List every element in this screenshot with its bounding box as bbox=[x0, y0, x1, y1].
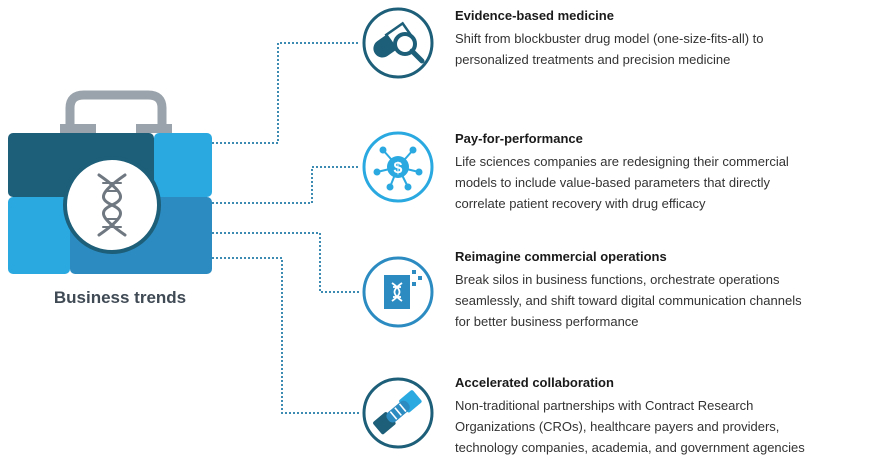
dna-helix-icon bbox=[97, 173, 127, 237]
trend-description: Non-traditional partnerships with Contra… bbox=[455, 398, 805, 455]
kit-label: Business trends bbox=[53, 288, 187, 307]
medical-kit-icon bbox=[8, 90, 212, 274]
trend-evidence-based-medicine: Evidence-based medicine Shift from block… bbox=[455, 7, 890, 70]
trend-title: Reimagine commercial operations bbox=[455, 249, 667, 264]
trend-title: Evidence-based medicine bbox=[455, 8, 614, 23]
handshake-icon bbox=[362, 377, 434, 449]
trend-pay-for-performance: Pay-for-performance Life sciences compan… bbox=[455, 130, 890, 214]
dollar-network-icon: $ bbox=[362, 131, 434, 203]
trend-title: Accelerated collaboration bbox=[455, 375, 614, 390]
kit-panel-top-right bbox=[154, 133, 212, 197]
kit-panel-bottom-left bbox=[8, 197, 70, 274]
connector-trend-4 bbox=[212, 257, 360, 414]
digital-dna-document-icon bbox=[362, 256, 434, 328]
svg-text:$: $ bbox=[394, 160, 403, 177]
pill-magnifier-icon bbox=[362, 7, 434, 79]
trend-accelerated-collaboration: Accelerated collaboration Non-traditiona… bbox=[455, 374, 890, 458]
connector-trend-1 bbox=[212, 42, 360, 144]
kit-handle-clip-right bbox=[136, 124, 172, 133]
connectors bbox=[212, 42, 360, 414]
trend-title: Pay-for-performance bbox=[455, 131, 583, 146]
trend-reimagine-commercial-operations: Reimagine commercial operations Break si… bbox=[455, 248, 890, 332]
kit-handle-clip-left bbox=[60, 124, 96, 133]
trend-description: Break silos in business functions, orche… bbox=[455, 272, 802, 329]
trend-description: Shift from blockbuster drug model (one-s… bbox=[455, 31, 764, 67]
kit-handle bbox=[65, 90, 167, 128]
connector-trend-3 bbox=[212, 232, 360, 293]
trend-description: Life sciences companies are redesigning … bbox=[455, 154, 789, 211]
connector-trend-2 bbox=[212, 166, 360, 204]
